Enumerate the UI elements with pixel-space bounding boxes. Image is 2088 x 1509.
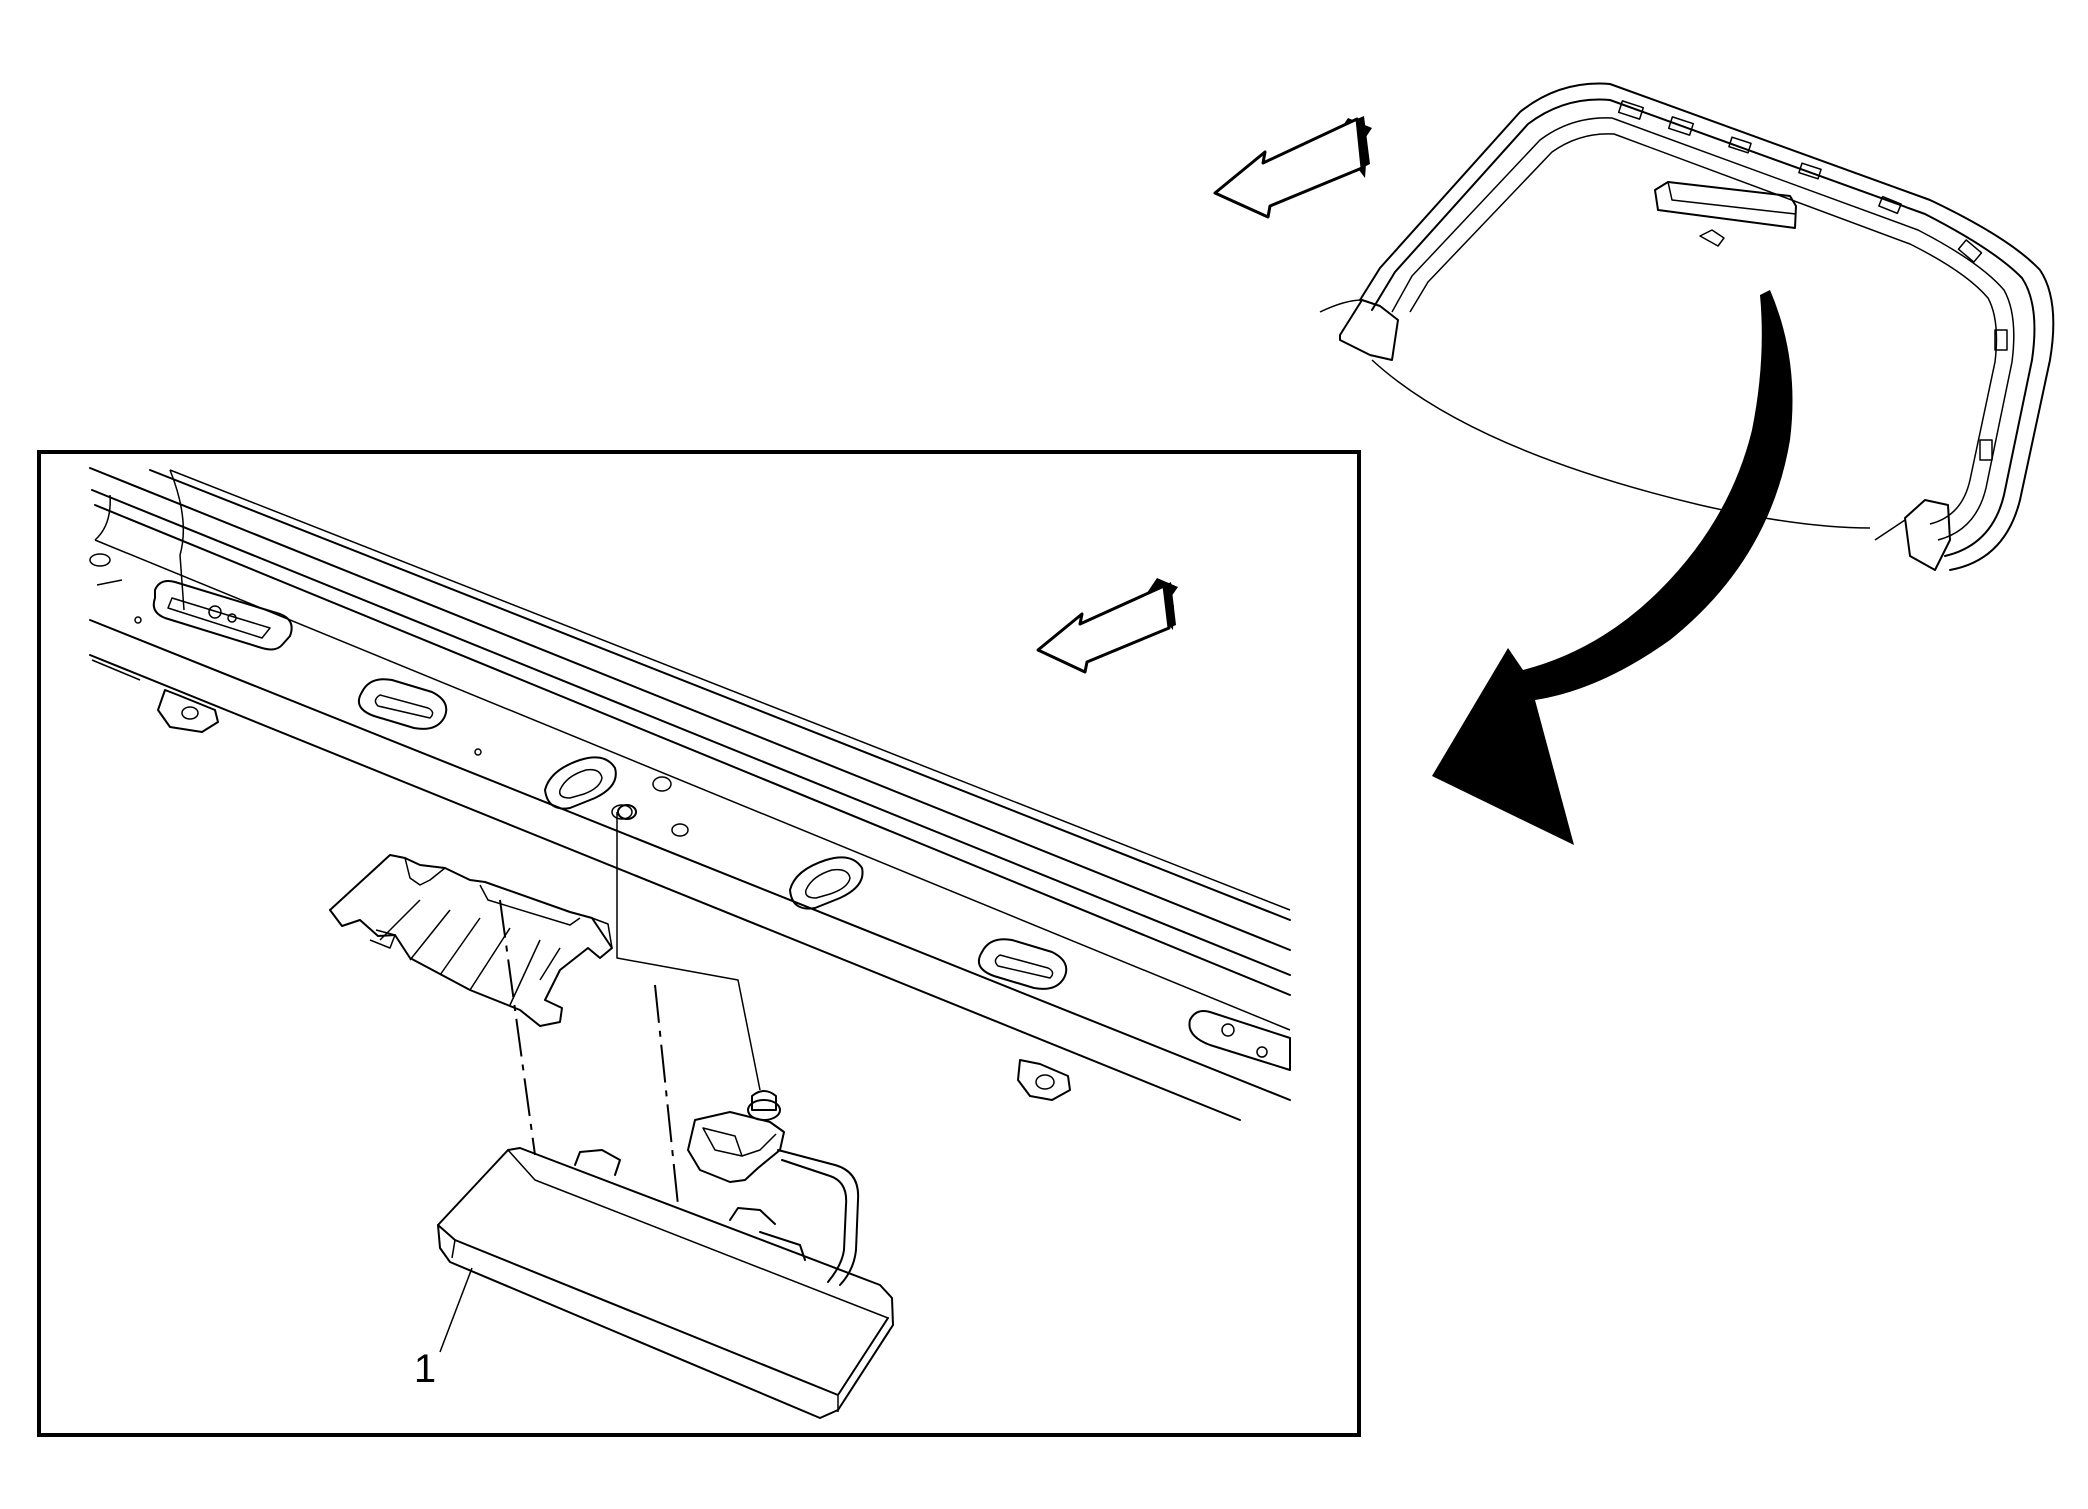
rail-pad-slot-2 <box>789 856 864 910</box>
fastener-line <box>616 812 761 1091</box>
rail-pad-2 <box>978 938 1068 990</box>
direction-arrow-icon <box>1213 116 1372 219</box>
fastener-icon <box>747 1090 781 1121</box>
direction-arrow-icon <box>1036 578 1178 674</box>
lamp-bracket <box>329 854 613 1027</box>
callout-label: 1 <box>414 1347 436 1391</box>
high-mount-stop-lamp <box>437 1147 894 1419</box>
curved-detail-arrow-icon <box>1432 290 1793 845</box>
rail-pad-slot <box>544 756 617 810</box>
overview-window-frame <box>1319 82 2055 571</box>
detail-inset: 1 <box>37 450 1361 1437</box>
rail-pad <box>358 678 448 730</box>
alignment-line-center <box>654 984 679 1206</box>
alignment-line-left <box>499 899 536 1156</box>
callout-1: 1 <box>414 1267 473 1391</box>
electrical-connector <box>687 1111 860 1286</box>
